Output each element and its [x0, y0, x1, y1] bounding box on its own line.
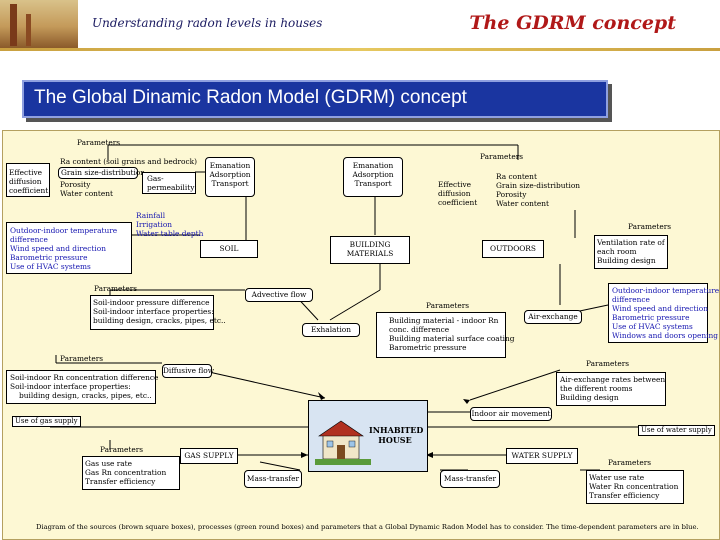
param-box-air-exchange-rates: Air-exchange rates between the different…	[556, 372, 666, 406]
param-water-r: Water content	[496, 199, 550, 208]
house-icon	[315, 420, 371, 465]
param-box-water: Water use rate Water Rn concentration Tr…	[586, 470, 684, 504]
process-mass-transfer-water: Mass-transfer	[440, 470, 500, 488]
use-of-gas-supply: Use of gas supply	[12, 416, 81, 427]
param-ra-content: Ra content	[496, 172, 537, 181]
param-box-effective-diffusion: Effective diffusion coefficient	[6, 163, 50, 197]
process-emanation-materials: Emanation Adsorption Transport	[343, 157, 403, 197]
params-label: Parameters	[94, 284, 138, 293]
source-outdoors: OUTDOORS	[482, 240, 544, 258]
params-label: Parameters	[586, 359, 630, 368]
params-label: Parameters	[480, 152, 524, 161]
param-box-outdoor-right: Outdoor-indoor temperature difference Wi…	[608, 283, 719, 343]
param-box-ventilation: Ventilation rate of each room Building d…	[594, 235, 668, 269]
header-photo	[0, 0, 78, 48]
process-emanation-soil: Emanation Adsorption Transport	[205, 157, 255, 197]
param-water-table: Water table depth	[136, 229, 204, 238]
param-box-building-material: Building material - indoor Rn conc. diff…	[376, 312, 515, 358]
param-grain-r: Grain size-distribution	[496, 181, 581, 190]
page-title: The Global Dinamic Radon Model (GDRM) co…	[34, 87, 467, 108]
use-of-water-supply: Use of water supply	[638, 425, 715, 436]
param-box-diffusive: Soil-indoor Rn concentration difference …	[6, 370, 158, 404]
process-diffusive-flow: Diffusive flow	[162, 364, 214, 378]
house-label: INHABITED	[369, 425, 424, 435]
source-building-materials: BUILDING MATERIALS	[330, 236, 410, 264]
source-gas-supply: GAS SUPPLY	[180, 448, 238, 464]
param-effective-r3: coefficient	[438, 198, 478, 207]
process-indoor-air-movement: Indoor air movement	[470, 407, 552, 421]
header-subtitle: Understanding radon levels in houses	[92, 16, 323, 30]
process-advective-flow: Advective flow	[245, 288, 313, 302]
params-label: Parameters	[426, 301, 470, 310]
param-effective-r1: Effective	[438, 180, 472, 189]
params-label: Parameters	[77, 138, 121, 147]
param-soil-ra: Ra content (soil grains and bedrock)	[60, 157, 197, 166]
house-label: HOUSE	[378, 435, 412, 445]
param-box-gas: Gas use rate Gas Rn concentration Transf…	[82, 456, 180, 490]
param-water-content: Water content	[60, 189, 114, 198]
params-label: Parameters	[100, 445, 144, 454]
param-box-outdoor-conditions: Outdoor-indoor temperature difference Wi…	[6, 222, 132, 274]
param-porosity: Porosity	[60, 180, 91, 189]
param-irrigation: Irrigation	[136, 220, 173, 229]
source-water-supply: WATER SUPPLY	[506, 448, 578, 464]
header-divider	[0, 48, 720, 51]
process-air-exchange: Air-exchange	[524, 310, 582, 324]
process-mass-transfer-gas: Mass-transfer	[244, 470, 302, 488]
source-soil: SOIL	[200, 240, 258, 258]
param-porosity-r: Porosity	[496, 190, 527, 199]
source-inhabited-house: INHABITED HOUSE	[308, 400, 428, 472]
param-box-grain: Grain size-distribution	[58, 167, 145, 179]
params-label: Parameters	[608, 458, 652, 467]
param-box-gas-permeability: Gas- permeability	[142, 172, 196, 194]
param-box-advective: Soil-indoor pressure difference Soil-ind…	[90, 295, 226, 330]
header-title: The GDRM concept	[469, 12, 676, 34]
process-exhalation: Exhalation	[302, 323, 360, 337]
params-label: Parameters	[60, 354, 104, 363]
diagram-caption: Diagram of the sources (brown square box…	[36, 523, 699, 531]
param-effective-r2: diffusion	[438, 189, 471, 198]
params-label: Parameters	[628, 222, 672, 231]
param-rainfall: Rainfall	[136, 211, 166, 220]
title-bar: The Global Dinamic Radon Model (GDRM) co…	[22, 80, 608, 118]
